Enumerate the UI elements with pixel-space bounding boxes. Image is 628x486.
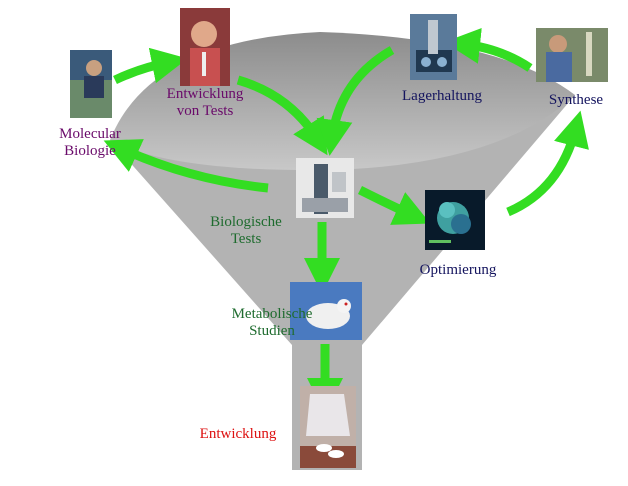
label-molecular-biology: Molecular Biologie (59, 126, 121, 159)
label-development: Entwicklung (199, 426, 277, 442)
arrow-molecular-to-tests (113, 47, 188, 85)
label-biological-tests: Biologische Tests (210, 214, 282, 247)
arrow-center-to-molecular (103, 139, 269, 193)
photo-development (300, 386, 356, 468)
photo-synthesis (536, 28, 608, 82)
label-synthesis: Synthese (548, 92, 604, 108)
flow-arrows (103, 27, 589, 414)
label-metabolic-studies: Metabolische Studien (231, 306, 313, 339)
label-optimization: Optimierung (419, 262, 497, 278)
photo-optimization (425, 190, 485, 250)
photo-tests-dev (180, 8, 230, 86)
arrow-storage-to-center (316, 46, 395, 156)
label-storage: Lagerhaltung (402, 88, 482, 104)
photo-bio-tests (296, 158, 354, 218)
funnel-body (110, 70, 575, 470)
arrow-center-to-optimization (357, 185, 431, 225)
photo-molecular (70, 50, 112, 118)
arrow-synthesis-to-storage (444, 27, 533, 72)
arrow-tests-to-center (236, 75, 328, 156)
arrow-optimization-to-synthesis (506, 110, 589, 217)
label-test-development: Entwicklung von Tests (166, 86, 244, 119)
photo-metabolic (290, 282, 362, 340)
photo-storage (410, 14, 457, 80)
